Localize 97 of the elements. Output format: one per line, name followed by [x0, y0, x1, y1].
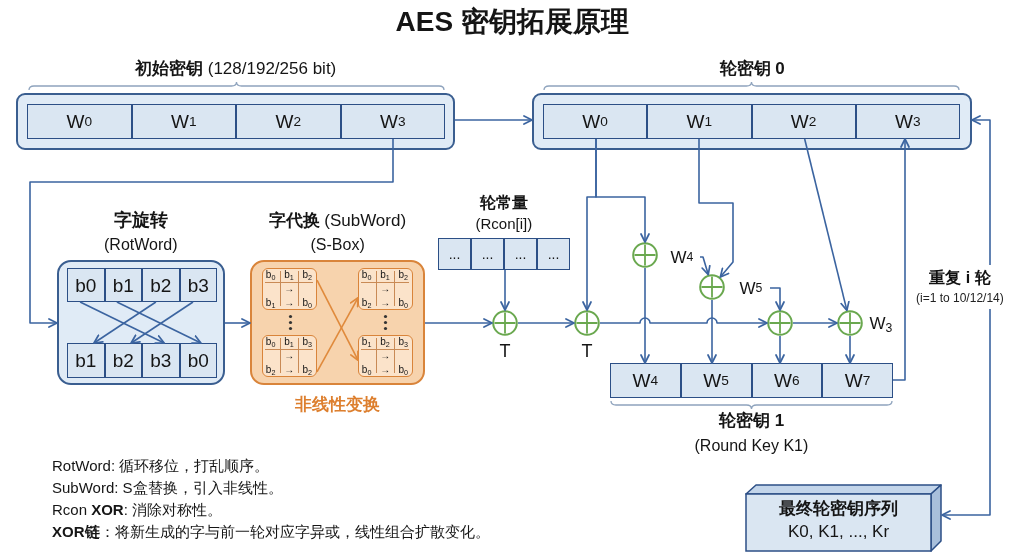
byte-label: b$_{0}$	[361, 269, 372, 280]
edge-label: 重复 i 轮 (i=1 to 10/12/14)	[914, 265, 1006, 309]
arrow	[792, 318, 838, 328]
byte-label: b$_{2}$	[361, 297, 372, 308]
arrow	[775, 335, 785, 364]
byte-label: b$_{2}$	[302, 364, 313, 375]
mini-table	[358, 268, 413, 310]
arrow-glyph: →	[380, 364, 391, 375]
byte-cell: b1	[104, 268, 142, 302]
note-text: RotWord: 循环移位，打乱顺序。	[52, 457, 270, 475]
byte-label: b$_{2}$	[398, 269, 409, 280]
byte-label: b$_{0}$	[398, 297, 409, 308]
side-label: T	[581, 341, 593, 363]
title: AES 密钥拓展原理	[395, 5, 629, 39]
byte-label: b$_{0}$	[265, 269, 276, 280]
constant-cell: ...	[471, 238, 504, 270]
byte-label: b$_{2}$	[380, 336, 390, 347]
arrow	[803, 138, 850, 312]
arrow	[424, 318, 493, 328]
arrow	[316, 296, 359, 373]
byte-cell: b3	[179, 268, 217, 302]
arrow	[845, 335, 855, 364]
double-arrow	[941, 115, 991, 520]
xor-icon	[492, 310, 518, 336]
caption-text: 非线性变换	[294, 395, 380, 416]
arrow	[595, 138, 650, 243]
byte-label: b$_{2}$	[302, 269, 313, 280]
byte-label: b$_{3}$	[302, 336, 313, 347]
byte-label: b$_{2}$	[265, 364, 276, 375]
panel-heading: 轮密钥 0	[719, 59, 785, 80]
arrow	[699, 256, 711, 276]
step-heading: 字旋转	[114, 210, 168, 232]
arrow	[224, 318, 251, 328]
constant-cell: ...	[438, 238, 471, 270]
xor-icon	[837, 310, 863, 336]
constant-cell: ...	[504, 238, 537, 270]
byte-cell: b0	[179, 343, 217, 378]
byte-cell: b1	[67, 343, 105, 378]
box-text: K0, K1, ..., Kr	[788, 522, 890, 543]
panel-heading: 初始密钥 (128/192/256 bit)	[135, 59, 337, 80]
byte-cell: b2	[142, 268, 180, 302]
step-heading: (Rcon[i])	[475, 215, 533, 233]
note-text: Rcon XOR: 消除对称性。	[52, 501, 223, 519]
mini-table	[262, 335, 317, 377]
arrow-glyph: →	[380, 283, 391, 294]
arrow	[316, 279, 359, 362]
byte-label: b$_{0}$	[361, 364, 372, 375]
byte-label: b$_{1}$	[284, 269, 294, 280]
arrow	[454, 115, 533, 125]
xor-icon	[574, 310, 600, 336]
side-label: T	[499, 341, 511, 363]
arrow	[116, 301, 202, 344]
arrow	[892, 138, 910, 381]
step-heading: (RotWord)	[104, 234, 178, 254]
byte-label: b$_{0}$	[398, 364, 409, 375]
arrow	[517, 318, 575, 328]
panel-heading: 轮密钥 1	[719, 411, 785, 432]
arrow	[707, 299, 717, 364]
panel-heading: (Round Key K1)	[694, 435, 809, 455]
xor-icon	[632, 242, 658, 268]
arrow	[599, 317, 768, 328]
arrow-glyph: →	[380, 350, 391, 361]
byte-label: b$_{0}$	[265, 336, 276, 347]
arrow-glyph: →	[284, 297, 295, 308]
xor-icon	[699, 274, 725, 300]
byte-label: b$_{3}$	[398, 336, 409, 347]
arrow	[29, 138, 394, 328]
byte-label: b$_{1}$	[361, 336, 372, 347]
byte-label: b$_{0}$	[302, 297, 313, 308]
xor-icon	[767, 310, 793, 336]
arrow	[93, 301, 157, 344]
step-heading: 轮常量	[480, 192, 528, 212]
arrow-glyph: →	[284, 350, 295, 361]
arrow	[500, 269, 510, 311]
arrow	[769, 287, 785, 311]
arrow	[698, 138, 734, 278]
step-heading: (S-Box)	[310, 234, 365, 254]
byte-cell: b0	[67, 268, 105, 302]
mini-table	[262, 268, 317, 310]
byte-label: b$_{1}$	[284, 336, 294, 347]
byte-cell: b2	[104, 343, 142, 378]
side-label: W$_{3}$	[869, 314, 893, 335]
arrow	[640, 267, 650, 364]
arrow	[79, 301, 165, 344]
constant-cell: ...	[537, 238, 570, 270]
note-text: SubWord: S盒替换，引入非线性。	[52, 479, 283, 497]
mini-table	[358, 335, 413, 377]
note-text: XOR链：将新生成的字与前一轮对应字异或，线性组合扩散变化。	[52, 523, 490, 541]
arrow-glyph: →	[380, 297, 391, 308]
box-title: 最终轮密钥序列	[779, 499, 898, 520]
byte-cell: b3	[142, 343, 180, 378]
arrow-glyph: →	[284, 283, 295, 294]
byte-label: b$_{1}$	[265, 297, 276, 308]
arrow-glyph: →	[284, 364, 295, 375]
byte-label: b$_{1}$	[380, 269, 390, 280]
arrow	[130, 301, 194, 344]
step-heading: 字代换 (SubWord)	[268, 211, 407, 232]
